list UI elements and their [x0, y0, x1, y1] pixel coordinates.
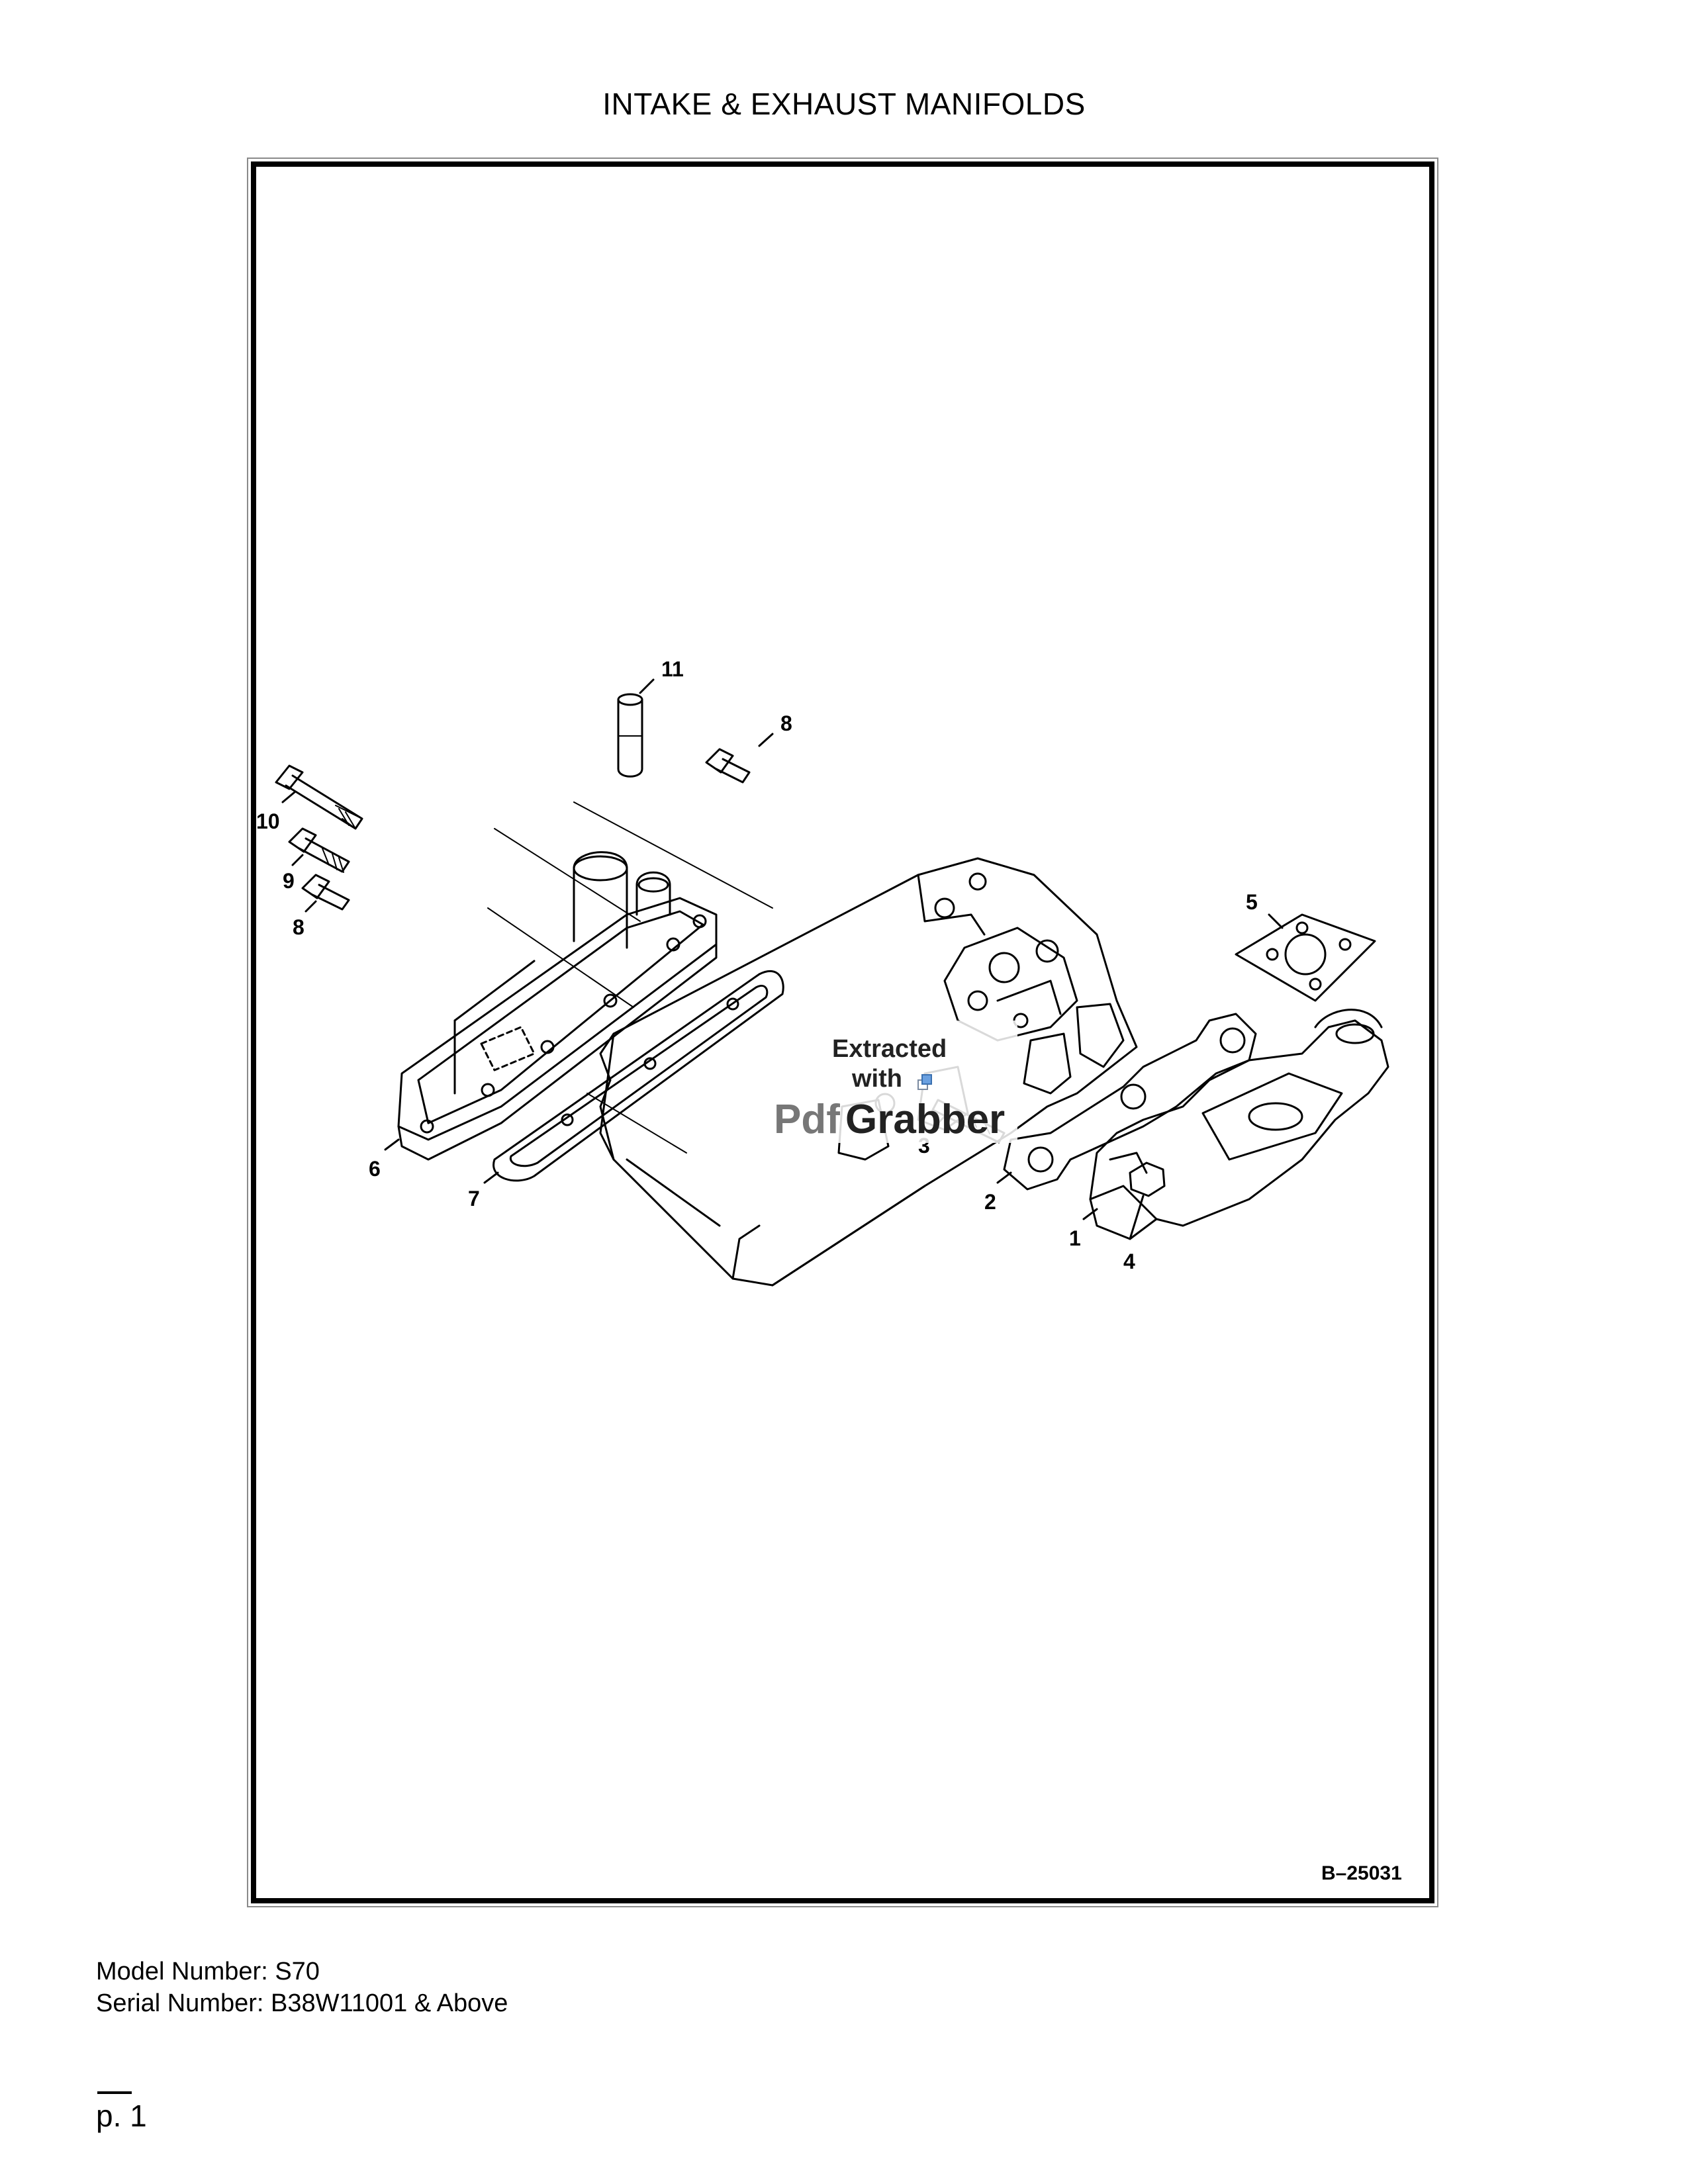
leader-6 — [384, 1138, 400, 1151]
leader-1 — [1082, 1208, 1098, 1220]
alignment-line-4 — [586, 1093, 687, 1154]
alignment-line-1 — [494, 828, 641, 922]
nut-4-drawing — [1129, 1161, 1166, 1197]
bolt-10-drawing — [275, 764, 363, 830]
callout-4: 4 — [1123, 1250, 1135, 1273]
model-number: Model Number: S70 — [96, 1958, 320, 1985]
leader-8b — [758, 733, 774, 747]
leader-10 — [281, 791, 296, 803]
watermark-line-2: with — [851, 1065, 902, 1093]
callout-6: 6 — [369, 1157, 381, 1181]
cylinder-head-drawing — [599, 857, 1138, 1287]
leader-5 — [1268, 913, 1284, 929]
page-title: INTAKE & EXHAUST MANIFOLDS — [602, 87, 1086, 121]
leader-8a — [305, 900, 317, 913]
bolt-8-left-drawing — [301, 874, 350, 911]
exhaust-manifold-drawing — [1089, 1009, 1389, 1240]
callout-11: 11 — [661, 657, 684, 681]
callout-1: 1 — [1069, 1226, 1081, 1250]
watermark-brand-grabber: Grabber — [845, 1097, 1005, 1142]
callout-8-left: 8 — [293, 915, 305, 939]
watermark-logo-blue-square-icon — [921, 1074, 932, 1085]
page-number: p. 1 — [96, 2099, 147, 2133]
alignment-line-2 — [487, 907, 634, 1008]
callout-5: 5 — [1246, 890, 1258, 914]
model-info: Model Number: S70 Serial Number: B38W110… — [96, 1956, 508, 2019]
watermark-brand-pdf: Pdf — [774, 1097, 840, 1142]
leader-4 — [1129, 1195, 1145, 1240]
figure-id: B–25031 — [1321, 1862, 1402, 1884]
bolt-8-right-drawing — [705, 748, 751, 784]
leader-11 — [639, 678, 655, 694]
figure-frame — [251, 161, 1434, 1903]
intake-gasket-drawing — [492, 970, 784, 1182]
serial-number: Serial Number: B38W11001 & Above — [96, 1989, 508, 2017]
callout-7: 7 — [468, 1187, 480, 1210]
fitting-11-drawing — [617, 693, 643, 778]
leader-2 — [996, 1171, 1012, 1184]
alignment-line-3 — [573, 801, 773, 909]
figure-outer-frame — [247, 158, 1438, 1907]
exhaust-outlet-gasket-drawing — [1235, 913, 1376, 1002]
callout-8-right: 8 — [780, 711, 792, 735]
bolt-9-drawing — [288, 827, 350, 873]
callout-9: 9 — [283, 869, 295, 893]
exploded-parts-diagram: 11 8 10 9 8 6 7 5 3 2 1 4 Extracted with… — [256, 167, 1429, 1898]
watermark-line-1: Extracted — [832, 1035, 947, 1063]
page-separator — [97, 2091, 132, 2094]
leader-9 — [291, 854, 304, 866]
pdfgrabber-watermark: Extracted with Pdf Grabber — [773, 1021, 1017, 1143]
leader-7 — [483, 1171, 499, 1184]
exhaust-gasket-drawing — [1003, 1013, 1257, 1191]
callout-10: 10 — [256, 809, 280, 833]
intake-manifold-drawing — [397, 851, 718, 1161]
callout-2: 2 — [984, 1190, 996, 1214]
